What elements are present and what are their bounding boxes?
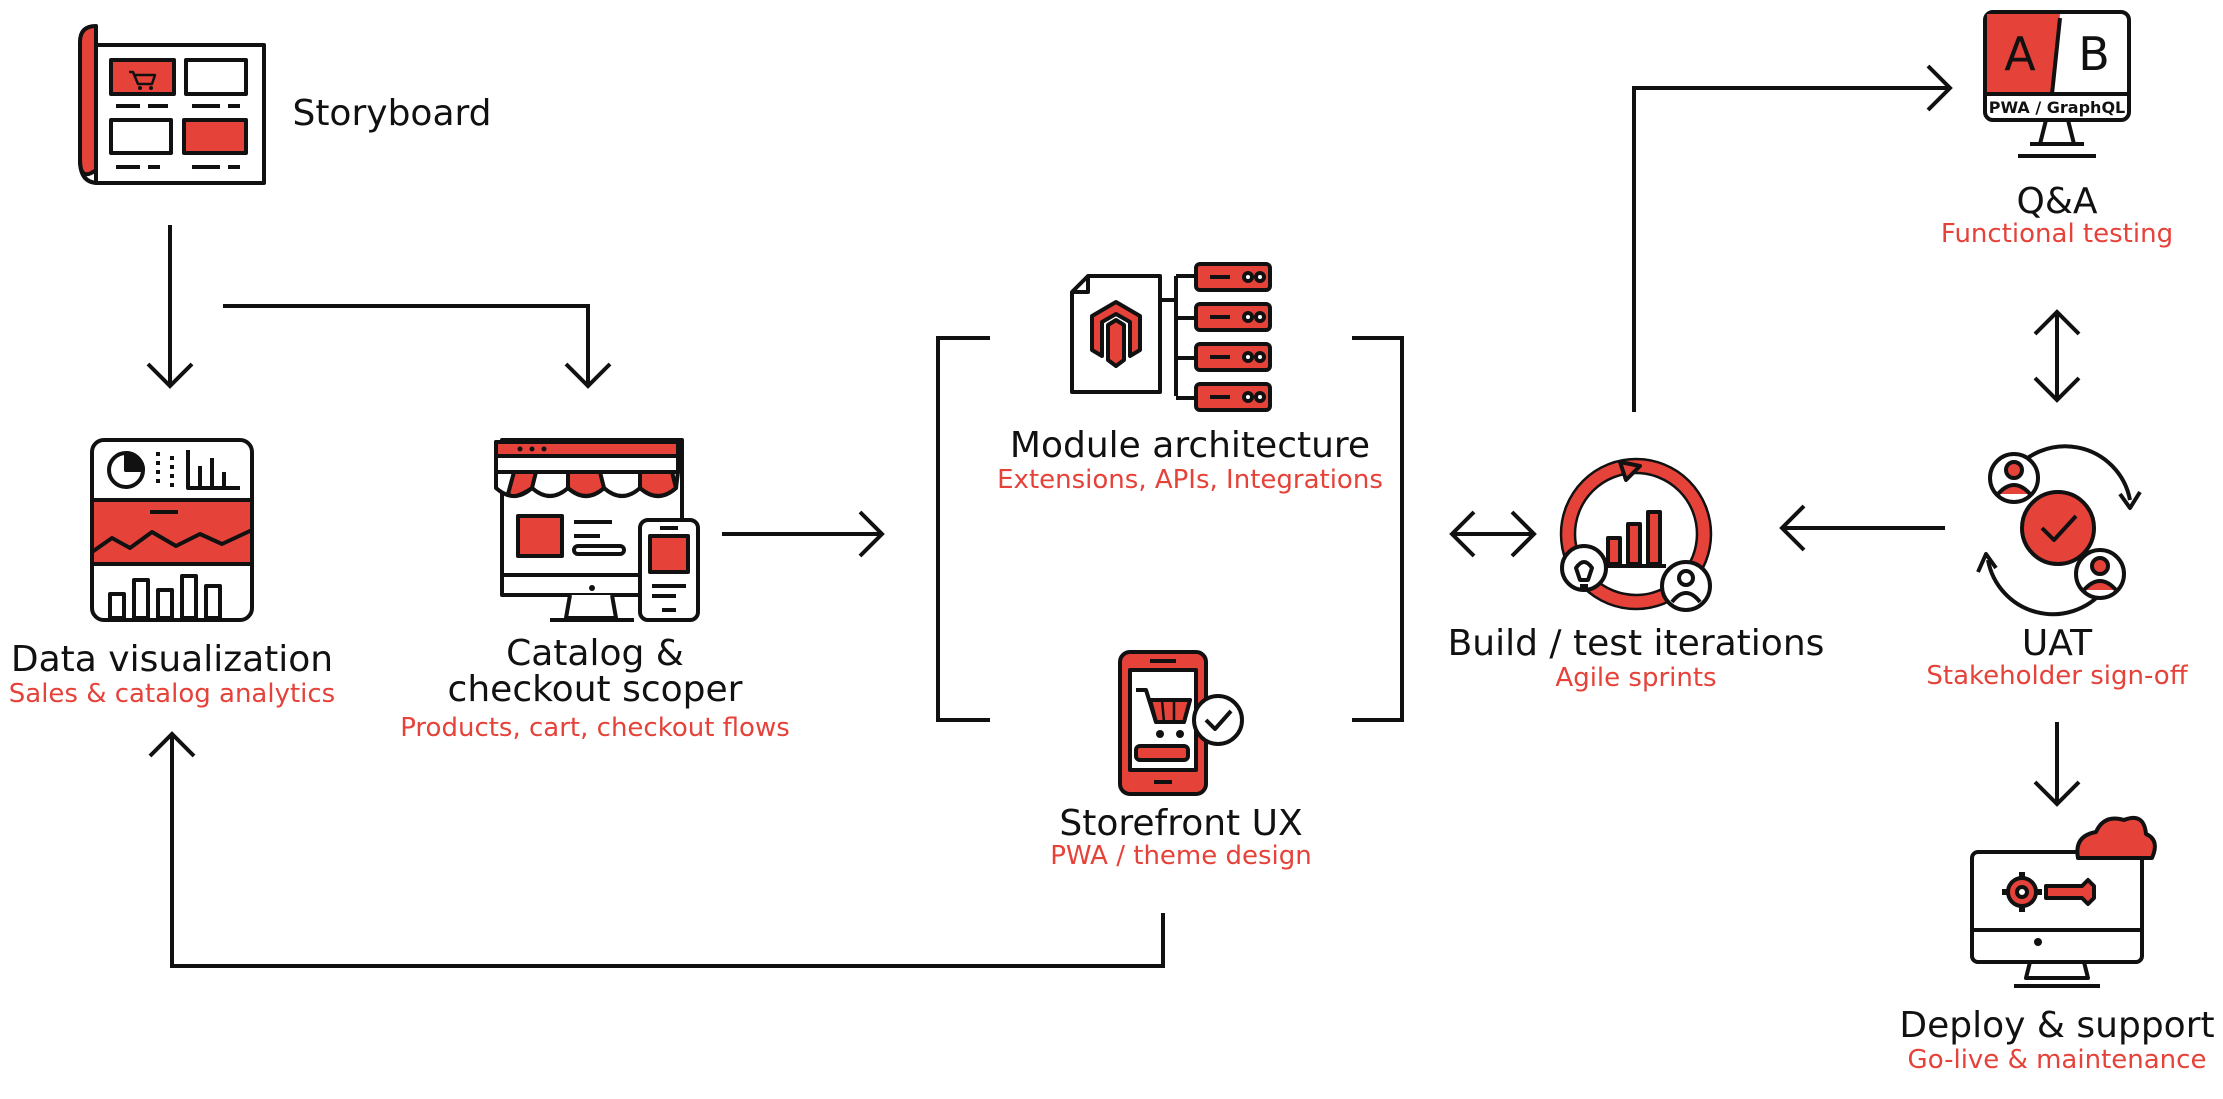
uat-subtitle: Stakeholder sign-off [1926, 661, 2188, 691]
dataviz-title: Data visualization [10, 639, 334, 680]
storefront-title: Storefront UX [1059, 803, 1303, 844]
catalog-subtitle: Products, cart, checkout flows [400, 713, 790, 743]
arrow-storyboard-to-dataviz [146, 225, 194, 389]
bracket-right [1352, 336, 1404, 722]
mobile-cart-icon [1118, 650, 1244, 796]
storefront-icon [494, 438, 700, 622]
ab-screen-text: PWA / GraphQL [1989, 98, 2125, 117]
arrow-catalog-to-design [722, 510, 885, 558]
module-subtitle: Extensions, APIs, Integrations [997, 465, 1383, 495]
arrow-storyboard-to-catalog [223, 304, 612, 389]
qa-subtitle: Functional testing [1940, 219, 2174, 249]
ab-badge-b: B [2078, 27, 2110, 81]
arrow-build-to-qa [1632, 64, 1953, 412]
catalog-title-line1: Catalog & [506, 633, 684, 674]
module-title: Module architecture [1009, 425, 1371, 466]
dashboard-icon [90, 438, 254, 622]
arrow-qa-uat-bidirectional [2033, 309, 2081, 403]
arrow-storefront-feedback-to-dataviz [148, 731, 1165, 968]
uat-title: UAT [2021, 623, 2093, 664]
deploy-title: Deploy & support [1899, 1005, 2215, 1046]
arrow-design-build-bidirectional [1449, 510, 1537, 558]
build-subtitle: Agile sprints [1555, 663, 1717, 693]
deploy-subtitle: Go-live & maintenance [1907, 1045, 2207, 1075]
dataviz-subtitle: Sales & catalog analytics [8, 679, 336, 709]
cloud-deploy-icon [1970, 815, 2157, 988]
storyboard-title: Storyboard [292, 93, 492, 134]
bracket-left [936, 336, 990, 722]
qa-title: Q&A [2016, 181, 2098, 222]
storefront-subtitle: PWA / theme design [1050, 841, 1312, 871]
storyboard-icon [78, 24, 266, 185]
ab-test-monitor-icon: A B PWA / GraphQL [1983, 10, 2131, 158]
build-title: Build / test iterations [1447, 623, 1825, 664]
arrow-uat-to-deploy [2033, 722, 2081, 807]
arrow-uat-to-build [1779, 504, 1945, 552]
catalog-title-line2: checkout scoper [447, 669, 743, 710]
ab-badge-a: A [2004, 27, 2036, 81]
iteration-cycle-icon [1559, 457, 1713, 612]
users-check-icon [1976, 444, 2142, 617]
magento-server-icon [1070, 262, 1272, 412]
